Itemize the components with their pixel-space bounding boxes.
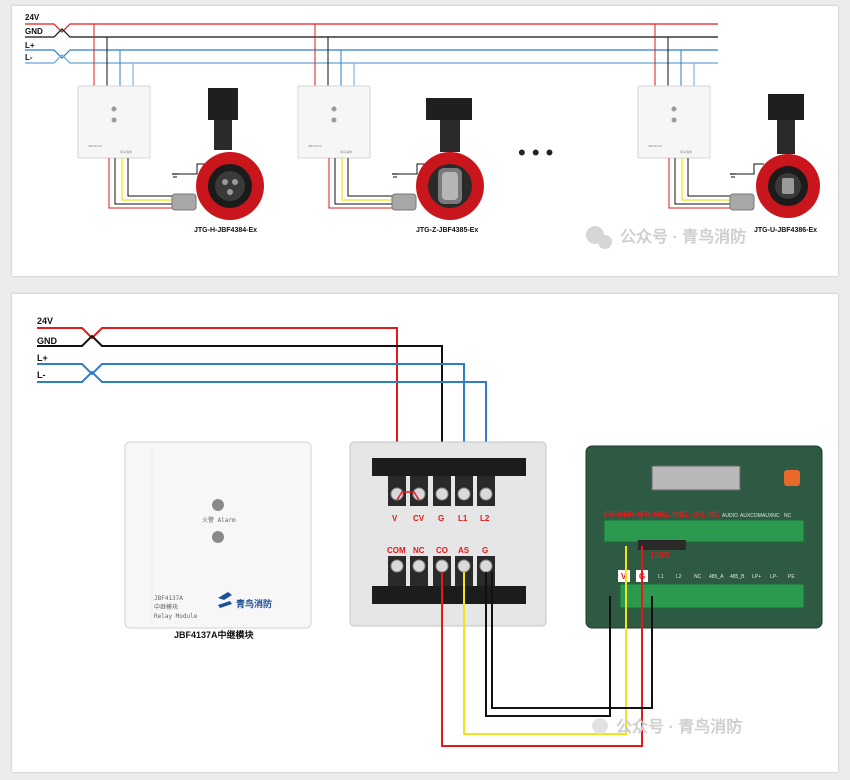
bus-label-l-plus-bottom: L+ <box>37 353 48 363</box>
bus-l-minus-line <box>25 54 718 64</box>
flame-detector-1 <box>171 88 264 220</box>
board-label-auxnc: AUXNC <box>762 513 780 519</box>
module-2-drops <box>314 24 355 86</box>
jumper-resistor <box>638 540 686 550</box>
detector-terminal-board <box>585 445 823 629</box>
board-label-485b: 485_B <box>730 574 745 580</box>
board-label-485a: 485_A <box>709 574 724 580</box>
relay-module-1: JBF4137A 青鸟消防 <box>77 85 151 159</box>
board-label-audio: AUDIO <box>722 513 738 519</box>
terminal-label-g-bottom: G <box>482 546 488 555</box>
bus-label-gnd: GND <box>25 27 43 36</box>
wire-black-secondary <box>491 572 653 709</box>
terminal-label-nc: NC <box>413 546 425 555</box>
bus-24v-wire <box>37 327 398 492</box>
terminal-label-g-top: G <box>438 514 444 523</box>
ellipsis-more-modules: • • • <box>518 140 553 165</box>
terminal-label-co: CO <box>436 546 448 555</box>
bottom-watermark: 公众号 · 青鸟消防 <box>592 717 742 736</box>
terminal-label-l1: L1 <box>458 514 468 523</box>
board-label-fr-no: FR-NO <box>604 510 629 519</box>
brand-logo-icon <box>218 592 232 608</box>
flame-detector-2 <box>391 98 484 220</box>
terminal-label-com: COM <box>387 546 406 555</box>
bus-label-24v: 24V <box>25 13 40 22</box>
bus-l-plus-wire <box>37 363 465 492</box>
bus-24v-line <box>25 23 718 33</box>
jumper-label: 120Ω <box>650 551 670 560</box>
board-label-auxcom: AUXCOM <box>740 513 762 519</box>
terminal-label-l2: L2 <box>480 514 490 523</box>
bus-gnd-line <box>25 28 718 38</box>
board-label-fr-c: FR-C <box>624 510 643 519</box>
flame-detector-3 <box>729 94 820 218</box>
terminal-label-cv: CV <box>413 514 425 523</box>
bus-l-plus-line <box>25 49 718 59</box>
top-diagram-svg: 24V GND L+ L- <box>25 13 820 249</box>
bottom-watermark-text: 公众号 · 青鸟消防 <box>616 717 742 736</box>
module-1-model-text: JBF4137A <box>88 144 102 148</box>
bus-gnd-wire <box>37 334 443 492</box>
relay-module-front: 火警 Alarm JBF4137A 中继模块 Relay Module 青鸟消防 <box>124 441 312 629</box>
top-wiring-diagram: 24V GND L+ L- <box>12 6 838 276</box>
bus-label-l-minus-bottom: L- <box>37 370 46 380</box>
board-label-fr-nc: FR-NC <box>640 510 665 519</box>
bus-label-l-plus: L+ <box>25 41 35 50</box>
board-label-lp-minus: LP- <box>770 574 778 580</box>
top-terminal-screws <box>388 476 495 506</box>
module-model: JBF4137A <box>154 595 183 602</box>
board-label-lp-plus: LP+ <box>752 574 761 580</box>
module-1-logo-text: 青鸟消防 <box>120 149 132 154</box>
module-3-to-detector-3-wires <box>668 158 730 209</box>
relay-module-caption: JBF4137A中继模块 <box>174 629 255 640</box>
bottom-terminal-screws <box>388 556 495 586</box>
relay-module-3: JBF4137A 青鸟消防 <box>637 85 711 159</box>
bus-label-24v-bottom: 24V <box>37 316 53 326</box>
alarm-label: 火警 Alarm <box>202 516 236 524</box>
board-label-l1: L1 <box>658 574 664 580</box>
module-2-model-text: JBF4137A <box>308 144 322 148</box>
board-label-l2: L2 <box>676 574 682 580</box>
top-terminal-strip <box>603 519 805 543</box>
bottom-terminal-strip <box>619 583 805 609</box>
board-label-v: V <box>621 572 627 581</box>
ribbon-connector <box>651 465 741 491</box>
top-watermark: 公众号 · 青鸟消防 <box>586 226 746 249</box>
module-3-drops <box>654 24 695 86</box>
alarm-led-2 <box>212 531 224 543</box>
module-logo-text: 青鸟消防 <box>236 598 272 609</box>
board-label-fl-c: FL-C <box>680 510 698 519</box>
alarm-led-1 <box>212 499 224 511</box>
board-label-pe: PE <box>788 574 795 580</box>
module-2-to-detector-2-wires <box>328 158 392 209</box>
bottom-diagram-svg: 24V GND L+ L- 火警 Alarm JBF4137A 中继模块 <box>37 316 823 747</box>
module-3-logo-text: 青鸟消防 <box>680 149 692 154</box>
top-watermark-text: 公众号 · 青鸟消防 <box>620 227 746 246</box>
wire-co-red <box>441 546 643 747</box>
terminal-label-v: V <box>392 514 398 523</box>
module-1-drops <box>93 24 134 86</box>
module-1-to-detector-1-wires <box>108 158 172 209</box>
module-2-logo-text: 青鸟消防 <box>340 149 352 154</box>
board-label-fl-nc: FL-NC <box>696 510 720 519</box>
detector-3-model-label: JTG-U-JBF4386-Ex <box>754 227 817 234</box>
module-en-name: Relay Module <box>154 613 198 620</box>
board-label-nc-bottom: NC <box>694 574 702 580</box>
bus-label-gnd-bottom: GND <box>37 336 58 346</box>
wire-as-yellow <box>463 546 627 735</box>
relay-module-2: JBF4137A 青鸟消防 <box>297 85 371 159</box>
module-cn-name: 中继模块 <box>154 603 178 611</box>
bottom-wiring-diagram: 24V GND L+ L- 火警 Alarm JBF4137A 中继模块 <box>12 294 838 772</box>
reset-button-icon <box>784 470 800 486</box>
terminal-label-as: AS <box>458 546 470 555</box>
bus-label-l-minus: L- <box>25 53 33 62</box>
wire-g-black <box>485 572 611 717</box>
board-label-fl-no: FL-NO <box>660 510 684 519</box>
detector-1-model-label: JTG-H-JBF4384-Ex <box>194 227 257 234</box>
module-3-model-text: JBF4137A <box>648 144 662 148</box>
bus-l-minus-wire <box>37 370 487 492</box>
board-label-nc-top: NC <box>784 513 792 519</box>
terminal-block <box>349 441 547 627</box>
detector-2-model-label: JTG-Z-JBF4385-Ex <box>416 227 478 234</box>
